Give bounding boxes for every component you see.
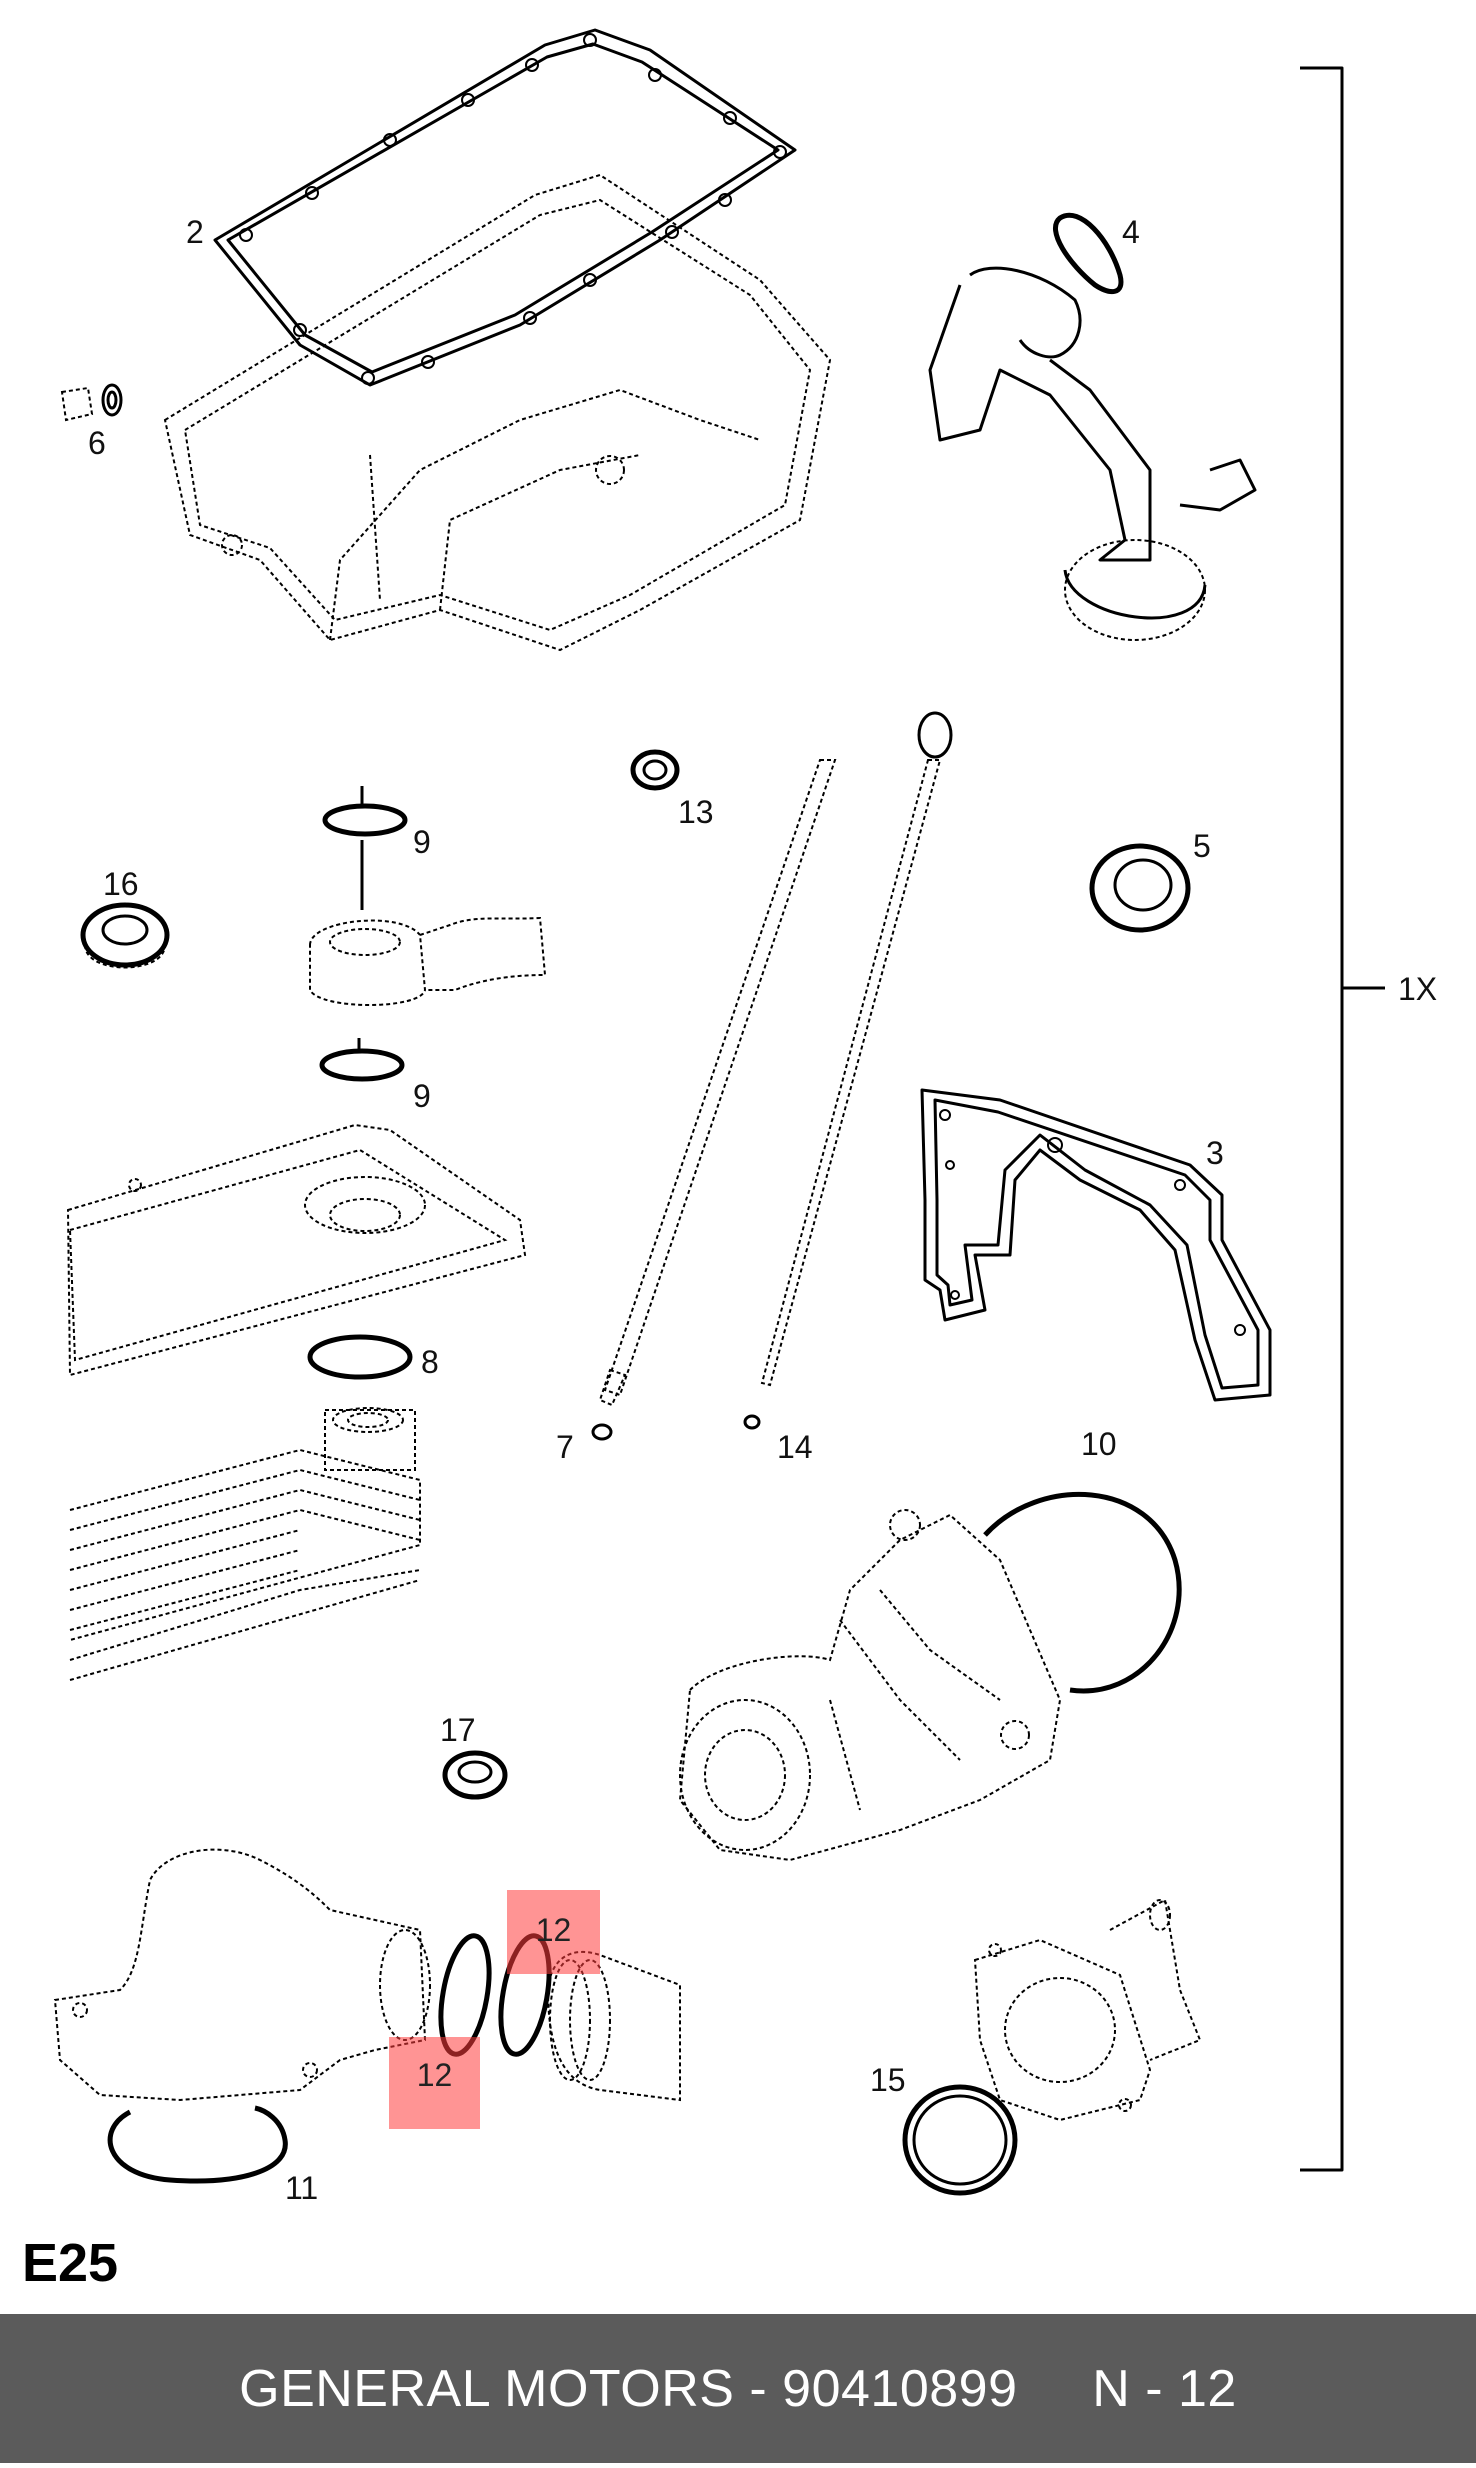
callout-6: 6 [88,425,106,461]
kit-bracket [1300,66,1385,2172]
callout-5: 5 [1193,828,1211,864]
seal-16 [80,902,170,969]
seal-17 [442,1750,508,1800]
callout-4: 4 [1122,214,1140,250]
coolant-hose [546,1950,681,2102]
oil-pan-gasket [213,28,797,387]
thermostat-housing [53,1848,431,2102]
callout-15: 15 [870,2062,906,2098]
gasket-3 [920,1088,1272,1402]
o-ring-15 [902,2084,1018,2196]
dipstick-14 [743,711,953,1430]
callout-7: 7 [556,1429,574,1465]
highlight-12-bottom: 12 [389,2037,480,2129]
o-ring-8 [307,1334,413,1380]
o-ring-9-lower [319,1038,405,1082]
callout-1x: 1X [1398,971,1438,1007]
callout-9-top: 9 [413,824,431,860]
callout-12-top: 12 [535,1912,572,1948]
banjo-fitting [309,840,547,1006]
dipstick-tube-7 [591,759,837,1441]
o-ring-10 [983,1492,1182,1694]
footer-text: GENERAL MOTORS - 90410899 N - 12 [239,2359,1237,2418]
oil-pan [163,173,832,652]
seal-5 [1089,843,1191,933]
drain-plug [60,383,123,422]
oil-cooler-housing [66,1123,527,1377]
callout-11: 11 [285,2170,319,2206]
callout-9-lower: 9 [413,1078,431,1114]
callout-14: 14 [777,1429,813,1465]
callout-2: 2 [186,214,204,250]
o-ring-11 [107,2105,288,2184]
oil-cooler [69,1407,421,1681]
oil-pickup-tube [928,266,1257,641]
water-pump [678,1509,1062,1862]
highlight-12-top: 12 [507,1890,600,1974]
callout-10: 10 [1081,1426,1117,1462]
seal-13 [630,749,680,791]
thermostat-flange [973,1898,1202,2122]
callout-8: 8 [421,1344,439,1380]
footer-bar: GENERAL MOTORS - 90410899 N - 12 [0,2314,1476,2463]
callout-12-bottom: 12 [416,2057,453,2093]
callout-13: 13 [678,794,714,830]
o-ring-9-top [322,786,408,837]
callout-3: 3 [1206,1135,1224,1171]
callout-16: 16 [103,866,139,902]
callout-17: 17 [440,1712,476,1748]
diagram-code: E25 [22,2233,119,2293]
seal-4 [1052,212,1124,294]
